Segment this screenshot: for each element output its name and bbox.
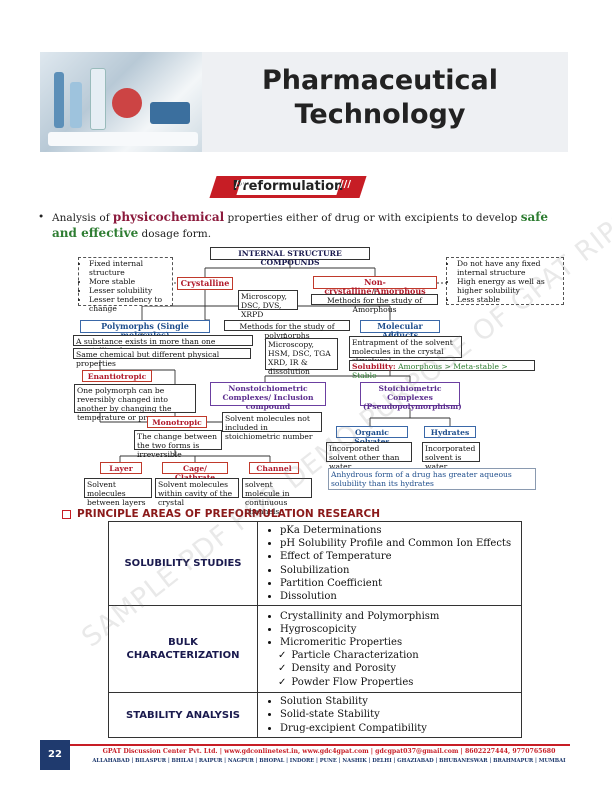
list-item: pKa Determinations bbox=[280, 524, 515, 537]
row-label-bulk: BULK CHARACTERIZATION bbox=[108, 605, 258, 694]
polymorph-definition-2: Same chemical but different physical pro… bbox=[73, 348, 251, 368]
monotropic-node: Monotropic bbox=[147, 416, 207, 428]
solubility-order: Solubility: Amorphous > Meta-stable > St… bbox=[349, 360, 535, 380]
principle-areas-table: SOLUBILITY STUDIES pKa Determinations pH… bbox=[108, 520, 522, 738]
organic-solvates-definition: Incorporated solvent other than water bbox=[326, 442, 412, 471]
list-item: Fixed internal structure bbox=[89, 259, 170, 277]
layer-node: Layer bbox=[100, 462, 142, 474]
list-item: Less stable bbox=[457, 295, 561, 304]
nonstoichiometric-definition: Solvent molecules not included in stoich… bbox=[222, 412, 322, 441]
intro-highlight-safe: safe and effective bbox=[52, 210, 549, 240]
list-item: Drug-excipient Compatibility bbox=[280, 722, 515, 735]
root-node: INTERNAL STRUCTURE COMPOUNDS bbox=[210, 247, 370, 267]
table-row: STABILITY ANALYSIS Solution Stability So… bbox=[108, 692, 522, 738]
solubility-label: Solubility: bbox=[352, 362, 396, 371]
blister-image bbox=[150, 102, 190, 124]
slash-mark-left: /// bbox=[235, 179, 246, 190]
list-item: Partition Coefficient bbox=[280, 577, 515, 590]
polymorph-methods: Microscopy, HSM, DSC, TGA XRD, IR & diss… bbox=[265, 338, 338, 376]
crystalline-properties-list: Fixed internal structure More stable Les… bbox=[81, 259, 170, 313]
channel-definition: solvent molecule in continuous channels bbox=[242, 478, 312, 516]
organic-solvates-node: Organic Solvates bbox=[336, 426, 408, 446]
anhydrous-note: Anhydrous form of a drug has greater aqu… bbox=[328, 468, 536, 490]
tray-image bbox=[48, 132, 198, 146]
intro-highlight-physicochemical: physicochemical bbox=[112, 210, 225, 224]
amorphous-methods: Microscopy, DSC, DVS, XRPD bbox=[238, 290, 298, 319]
row-label-solubility: SOLUBILITY STUDIES bbox=[108, 520, 258, 607]
list-item: Hygroscopicity bbox=[280, 623, 515, 636]
row-label-stability: STABILITY ANALYSIS bbox=[108, 692, 258, 738]
enantiotropic-definition: One polymorph can be reversibly changed … bbox=[74, 384, 196, 422]
molecular-adducts-node: Molecular Adducts bbox=[360, 320, 440, 340]
principle-heading: PRINCIPLE AREAS OF PREFORMULATION RESEAR… bbox=[62, 508, 380, 520]
crystalline-properties: Fixed internal structure More stable Les… bbox=[78, 257, 173, 313]
header-photo bbox=[40, 52, 202, 152]
enantiotropic-node: Enantiotropic bbox=[82, 370, 152, 382]
bullet-icon: • bbox=[38, 211, 45, 223]
list-item: Dissolution bbox=[280, 590, 515, 603]
amorphous-properties-list: Do not have any fixed internal structure… bbox=[449, 259, 561, 304]
amorphous-node: Non-crystalline/Amorphous bbox=[313, 276, 437, 296]
row-items-bulk: Crystallinity and Polymorphism Hygroscop… bbox=[257, 605, 522, 694]
stoichiometric-node: Stoichiometric Complexes (Pseudopolymorp… bbox=[360, 382, 462, 411]
row-items-stability: Solution Stability Solid-state Stability… bbox=[257, 692, 522, 738]
list-item: More stable bbox=[89, 277, 170, 286]
check-list-item: Powder Flow Properties bbox=[278, 676, 515, 689]
table-row: BULK CHARACTERIZATION Crystallinity and … bbox=[108, 605, 522, 694]
methods-amorphous-label: Methods for the study of Amorphous bbox=[311, 294, 438, 314]
list-item: Do not have any fixed internal structure bbox=[457, 259, 561, 277]
adduct-definition: Entrapment of the solvent molecules in t… bbox=[349, 336, 462, 365]
table-row: SOLUBILITY STUDIES pKa Determinations pH… bbox=[108, 520, 522, 607]
list-item: Micromeritic Properties bbox=[280, 636, 515, 649]
channel-node: Channel bbox=[249, 462, 299, 474]
vial-image bbox=[90, 68, 106, 130]
methods-polymorphs-label: Methods for the study of polymorphs bbox=[224, 320, 350, 340]
intro-paragraph: • Analysis of physicochemical properties… bbox=[38, 210, 572, 242]
row-items-solubility: pKa Determinations pH Solubility Profile… bbox=[257, 520, 522, 607]
section-title: Preformulation bbox=[232, 179, 344, 194]
list-item: Lesser tendency to change bbox=[89, 295, 170, 313]
list-item: Crystallinity and Polymorphism bbox=[280, 610, 515, 623]
intro-post: dosage form. bbox=[138, 228, 212, 240]
monotropic-definition: The change between the two forms is irre… bbox=[134, 430, 222, 459]
polymorph-definition-1: A substance exists in more than one crys… bbox=[73, 335, 253, 355]
list-item: Lesser solubility bbox=[89, 286, 170, 295]
intro-pre: Analysis of bbox=[52, 212, 113, 224]
footer-rule bbox=[40, 744, 570, 746]
title-line-2: Technology bbox=[294, 99, 466, 130]
title-line-1: Pharmaceutical bbox=[261, 65, 499, 96]
polymorphs-node: Polymorphs (Single molecules) bbox=[80, 320, 210, 340]
square-bullet-icon bbox=[62, 509, 71, 519]
section-title-badge: Preformulation /// /// bbox=[205, 176, 371, 198]
hydrates-definition: Incorporated solvent is water bbox=[422, 442, 480, 471]
vial-image bbox=[70, 82, 82, 128]
page-number: 22 bbox=[40, 740, 70, 770]
solubility-value: Amorphous > Meta-stable > Stable bbox=[352, 362, 508, 380]
intro-mid: properties either of drug or with excipi… bbox=[224, 212, 521, 224]
page-title: Pharmaceutical Technology bbox=[210, 64, 550, 132]
list-item: Solubilization bbox=[280, 564, 515, 577]
list-item: pH Solubility Profile and Common Ion Eff… bbox=[280, 537, 515, 550]
list-item: Solid-state Stability bbox=[280, 708, 515, 721]
check-list-item: Density and Porosity bbox=[278, 662, 515, 675]
hydrates-node: Hydrates bbox=[424, 426, 476, 438]
pill-image bbox=[112, 88, 142, 118]
cage-definition: Solvent molecules within cavity of the c… bbox=[155, 478, 239, 507]
list-item: High energy as well as higher solubility bbox=[457, 277, 561, 295]
nonstoichiometric-node: Nonstoichiometric Complexes/ Inclusion c… bbox=[210, 382, 326, 411]
vial-image bbox=[54, 72, 64, 128]
list-item: Effect of Temperature bbox=[280, 550, 515, 563]
slash-mark-right: /// bbox=[340, 179, 351, 190]
principle-heading-text: PRINCIPLE AREAS OF PREFORMULATION RESEAR… bbox=[77, 508, 381, 520]
check-list-item: Particle Characterization bbox=[278, 649, 515, 662]
cage-node: Cage/ Clathrate bbox=[162, 462, 228, 482]
crystalline-node: Crystalline bbox=[177, 277, 233, 290]
footer-contact: GPAT Discussion Center Pvt. Ltd. | www.g… bbox=[102, 748, 556, 755]
amorphous-properties: Do not have any fixed internal structure… bbox=[446, 257, 564, 305]
footer-cities: ALLAHABAD | BILASPUR | BHILAI | RAIPUR |… bbox=[92, 758, 566, 764]
layer-definition: Solvent molecules between layers bbox=[84, 478, 152, 507]
list-item: Solution Stability bbox=[280, 695, 515, 708]
